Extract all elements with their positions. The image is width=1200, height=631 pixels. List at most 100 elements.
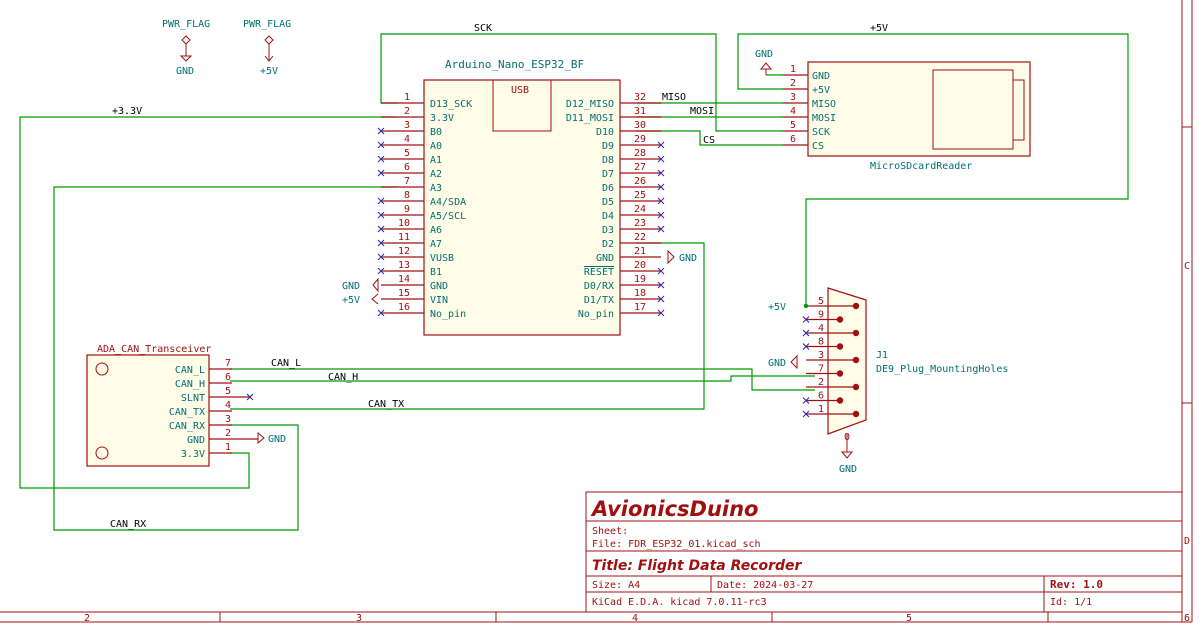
can-pin-5-name: SLNT [181,393,205,404]
wires [19,33,1129,531]
de9-pin-1-num: 1 [818,404,824,415]
sd-pin-5-name: SCK [812,127,830,138]
de9-5v: +5V [768,302,786,313]
arduino-right-pins: 32D12_MISO31D11_MOSI30D1029D928D827D726D… [566,92,665,320]
arduino-pin-20-name: RESET [584,267,614,278]
j1-ref: J1 [876,350,888,361]
border-col-2: 2 [84,613,90,624]
arduino-pin-5-name: A1 [430,155,442,166]
arduino-pin-17-num: 17 [634,302,646,313]
can-pin-2-name: GND [187,435,205,446]
no-connect-mark [377,309,385,317]
no-connect-mark [657,155,665,163]
can-pin-5-num: 5 [225,386,231,397]
pwr-flag-5v: PWR_FLAG +5V [243,19,291,77]
arduino-pin-31-num: 31 [634,106,646,117]
arduino-pin-23-num: 23 [634,218,646,229]
sd-pin-4-num: 4 [790,106,796,117]
no-connect-mark [802,410,810,418]
arduino-pin-11-name: A7 [430,239,442,250]
arduino-nano-esp32[interactable]: Arduino_Nano_ESP32_BF USB 1D13_SCK23.3V3… [342,58,697,336]
arduino-pin-10-name: A6 [430,225,442,236]
svg-text:GND: GND [839,464,857,475]
can-pin-7-num: 7 [225,358,231,369]
net-sck: SCK [474,23,492,34]
arduino-pin-18-name: D1/TX [584,295,614,306]
usb-label: USB [511,85,529,96]
border-col-6: 6 [1184,613,1190,624]
arduino-pin-24-name: D4 [602,211,614,222]
arduino-pin-6-name: A2 [430,169,442,180]
border-row-d: D [1184,536,1190,547]
de9-gnd-left-symbol: GND [768,354,798,370]
de9-pin-4-num: 4 [818,323,824,334]
no-connect-mark [657,169,665,177]
arduino-title: Arduino_Nano_ESP32_BF [445,58,584,71]
arduino-pin-23-name: D3 [602,225,614,236]
de9-pin-8-num: 8 [818,337,824,348]
can-transceiver[interactable]: ADA_CAN_Transceiver 7CAN_L6CAN_H5SLNT4CA… [86,344,286,467]
can-gnd-symbol: GND [257,431,286,445]
arduino-pin-19-num: 19 [634,274,646,285]
arduino-pin-27-num: 27 [634,162,646,173]
sd-pin-3-name: MISO [812,99,836,110]
border-row-c: C [1184,261,1190,272]
no-connect-mark [377,141,385,149]
de9-pin-3-num: 3 [818,350,824,361]
svg-text:GND: GND [755,49,773,60]
arduino-pin-14-num: 14 [398,274,410,285]
de9-hole-pin: 0 [844,432,850,443]
arduino-pin-28-name: D8 [602,155,614,166]
arduino-pin-3-name: B0 [430,127,442,138]
sd-pin-2-name: +5V [812,85,830,96]
arduino-pin-6-num: 6 [404,162,410,173]
arduino-pin-13-num: 13 [398,260,410,271]
title-label: Title: Flight Data Recorder [592,558,803,574]
arduino-pin-10-num: 10 [398,218,410,229]
arduino-vin-symbol: +5V [342,293,379,306]
can-pin-6-name: CAN_H [175,379,205,390]
svg-text:GND: GND [268,434,286,445]
no-connect-mark [377,127,385,135]
arduino-pin-22-name: D2 [602,239,614,250]
can-title: ADA_CAN_Transceiver [97,344,211,355]
arduino-pin-25-name: D5 [602,197,614,208]
net-miso: MISO [662,92,686,103]
arduino-pin-15-num: 15 [398,288,410,299]
can-pin-7-name: CAN_L [175,365,205,376]
no-connect-mark [802,343,810,350]
border-col-5: 5 [906,613,912,624]
can-pin-1-num: 1 [225,442,231,453]
arduino-pin-22-num: 22 [634,232,646,243]
arduino-pin-26-num: 26 [634,176,646,187]
arduino-pin-8-num: 8 [404,190,410,201]
border-col-4: 4 [632,613,638,624]
arduino-pin-17-name: No_pin [578,309,614,320]
no-connect-mark [657,281,665,289]
arduino-pin-30-name: D10 [596,127,614,138]
de9-pin-7-num: 7 [818,364,824,375]
can-pin-4-name: CAN_TX [169,407,205,418]
de9-gnd-bottom-symbol: GND [839,434,857,475]
can-pin-1-name: 3.3V [181,449,205,460]
arduino-pin-4-num: 4 [404,134,410,145]
svg-text:+5V: +5V [342,295,360,306]
sd-pin-5-num: 5 [790,120,796,131]
net-3v3: +3.3V [112,106,142,117]
id-label: Id: 1/1 [1050,597,1092,608]
microsd-card-reader[interactable]: MicroSDcardReader 1GND2+5V3MISO4MOSI5SCK… [755,49,1031,172]
svg-text:PWR_FLAG: PWR_FLAG [162,19,210,30]
arduino-pin-1-num: 1 [404,92,410,103]
arduino-pin-2-name: 3.3V [430,113,454,124]
no-connect-mark [802,329,810,337]
tool-label: KiCad E.D.A. kicad 7.0.11-rc3 [592,597,767,608]
svg-text:GND: GND [176,66,194,77]
no-connect-mark [657,211,665,219]
sd-title: MicroSDcardReader [870,161,972,172]
date-label: Date: 2024-03-27 [717,580,813,591]
arduino-pin-24-num: 24 [634,204,646,215]
border-col-3: 3 [356,613,362,624]
